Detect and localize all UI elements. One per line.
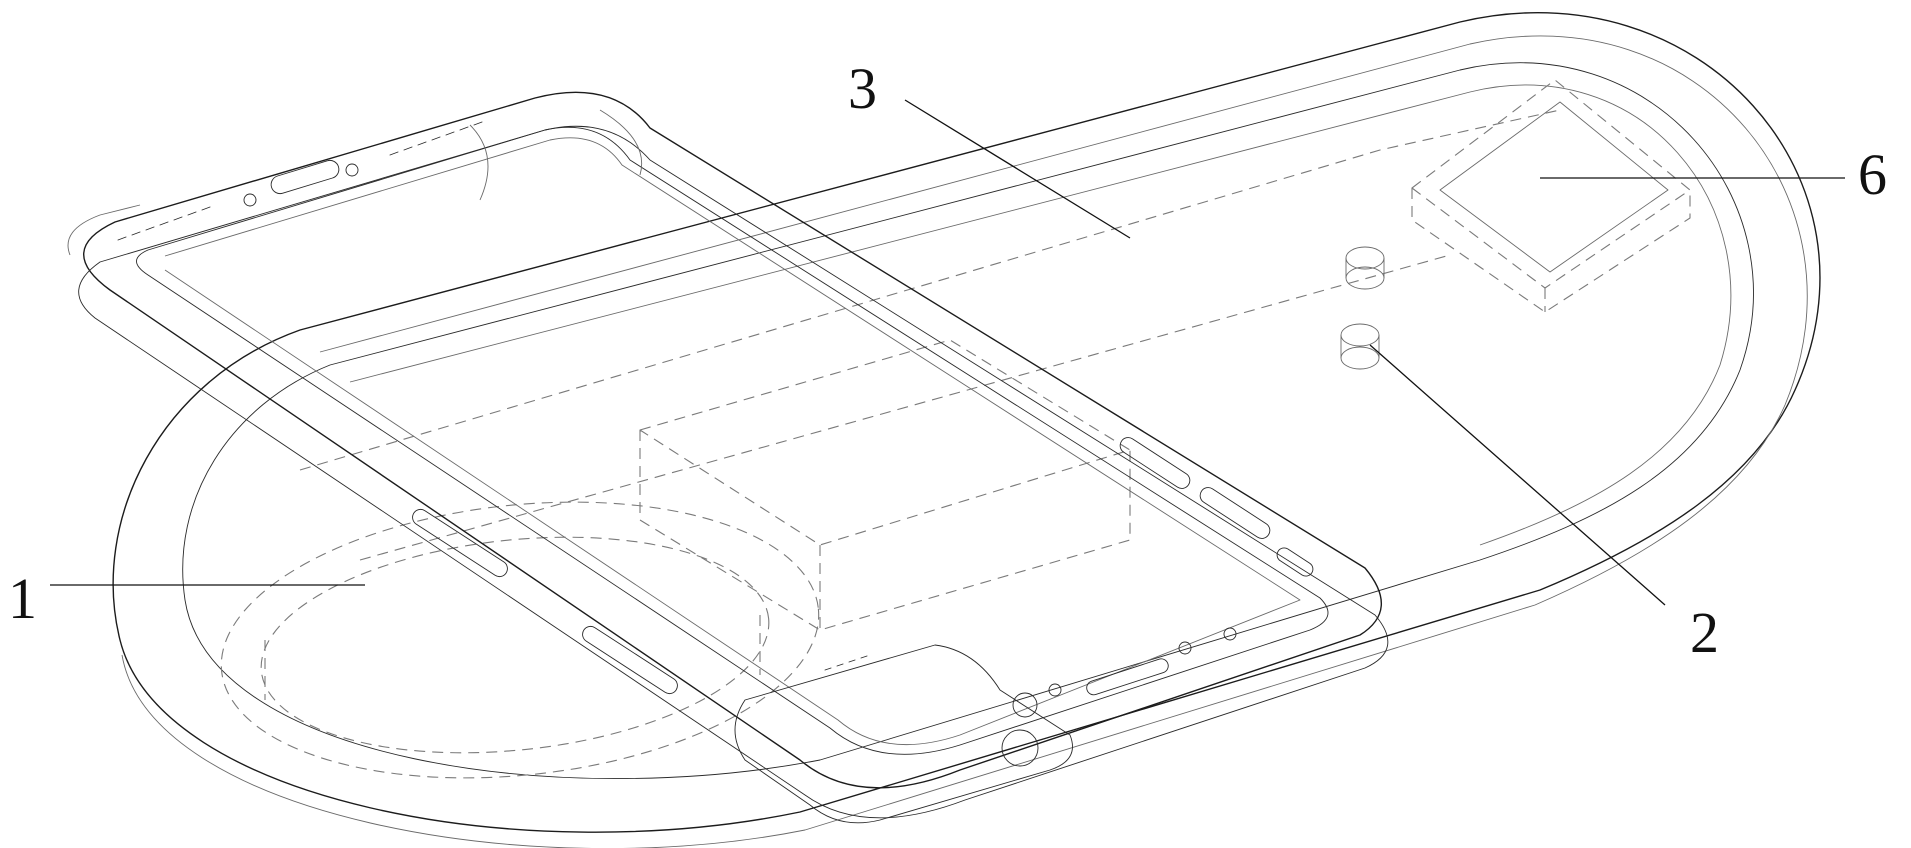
- bottom-hole-3: [1223, 627, 1237, 641]
- bottom-screw-1: [1048, 683, 1062, 697]
- pin-2-bottom: [1340, 346, 1380, 370]
- side-button-4: [1199, 487, 1271, 539]
- side-button-2: [582, 625, 678, 695]
- hidden-components: [220, 109, 1561, 779]
- side-button-1: [412, 508, 508, 578]
- module-block-sides: [1411, 188, 1691, 313]
- base-outer-rim: [121, 35, 1808, 848]
- phone-screen-inner: [164, 137, 1301, 745]
- label-2: 2: [1690, 600, 1719, 665]
- pin-2-body: [1340, 335, 1380, 358]
- coil-outer-hidden: [220, 501, 820, 779]
- reference-numerals: 1 2 3 6: [8, 56, 1887, 665]
- label-6: 6: [1858, 142, 1887, 207]
- rear-camera-dots: [824, 655, 868, 671]
- phone: [67, 91, 1389, 824]
- phone-corner-top-right: [469, 109, 643, 201]
- top-grille-left: [117, 206, 211, 241]
- module-block-inner: [1439, 101, 1669, 273]
- pin-2-top: [1340, 323, 1380, 347]
- rear-flash: [1012, 692, 1038, 718]
- earpiece-slot: [270, 159, 340, 195]
- pin-1-bottom: [1345, 266, 1385, 290]
- base-inner-recess: [182, 62, 1754, 780]
- front-camera: [243, 193, 257, 207]
- module-block-top: [1411, 79, 1691, 289]
- side-button-3: [1119, 437, 1191, 489]
- pin-1-top: [1345, 246, 1385, 270]
- bottom-screw-2: [1178, 641, 1192, 655]
- phone-outer-outline: [83, 91, 1382, 789]
- coil-inner-hidden: [260, 536, 770, 754]
- charging-base: [112, 12, 1821, 848]
- pins-2: [1340, 246, 1385, 370]
- module-block-6: [1411, 79, 1691, 313]
- hidden-long-edge-1: [299, 109, 1561, 471]
- hidden-long-edge-2: [359, 254, 1451, 561]
- phone-corner-top-left: [67, 204, 141, 256]
- side-switch: [1276, 547, 1314, 577]
- phone-screen: [136, 126, 1329, 755]
- leader-lines: [50, 99, 1845, 606]
- base-outer-outline: [112, 12, 1821, 833]
- front-sensor: [345, 163, 359, 177]
- base-inner-recess-2: [349, 84, 1732, 546]
- pin-1-body: [1345, 258, 1385, 278]
- rear-camera-bump: [734, 644, 1073, 824]
- leader-line-2: [1369, 344, 1666, 606]
- label-3: 3: [848, 56, 877, 121]
- coil-side-hidden: [264, 615, 761, 700]
- label-1: 1: [8, 566, 37, 631]
- hidden-box: [639, 339, 1131, 631]
- top-grille-right: [389, 121, 483, 156]
- phone-back-outline: [78, 125, 1389, 819]
- rear-camera-lens: [1001, 729, 1039, 767]
- leader-line-3: [904, 99, 1131, 239]
- charging-port: [1086, 658, 1169, 696]
